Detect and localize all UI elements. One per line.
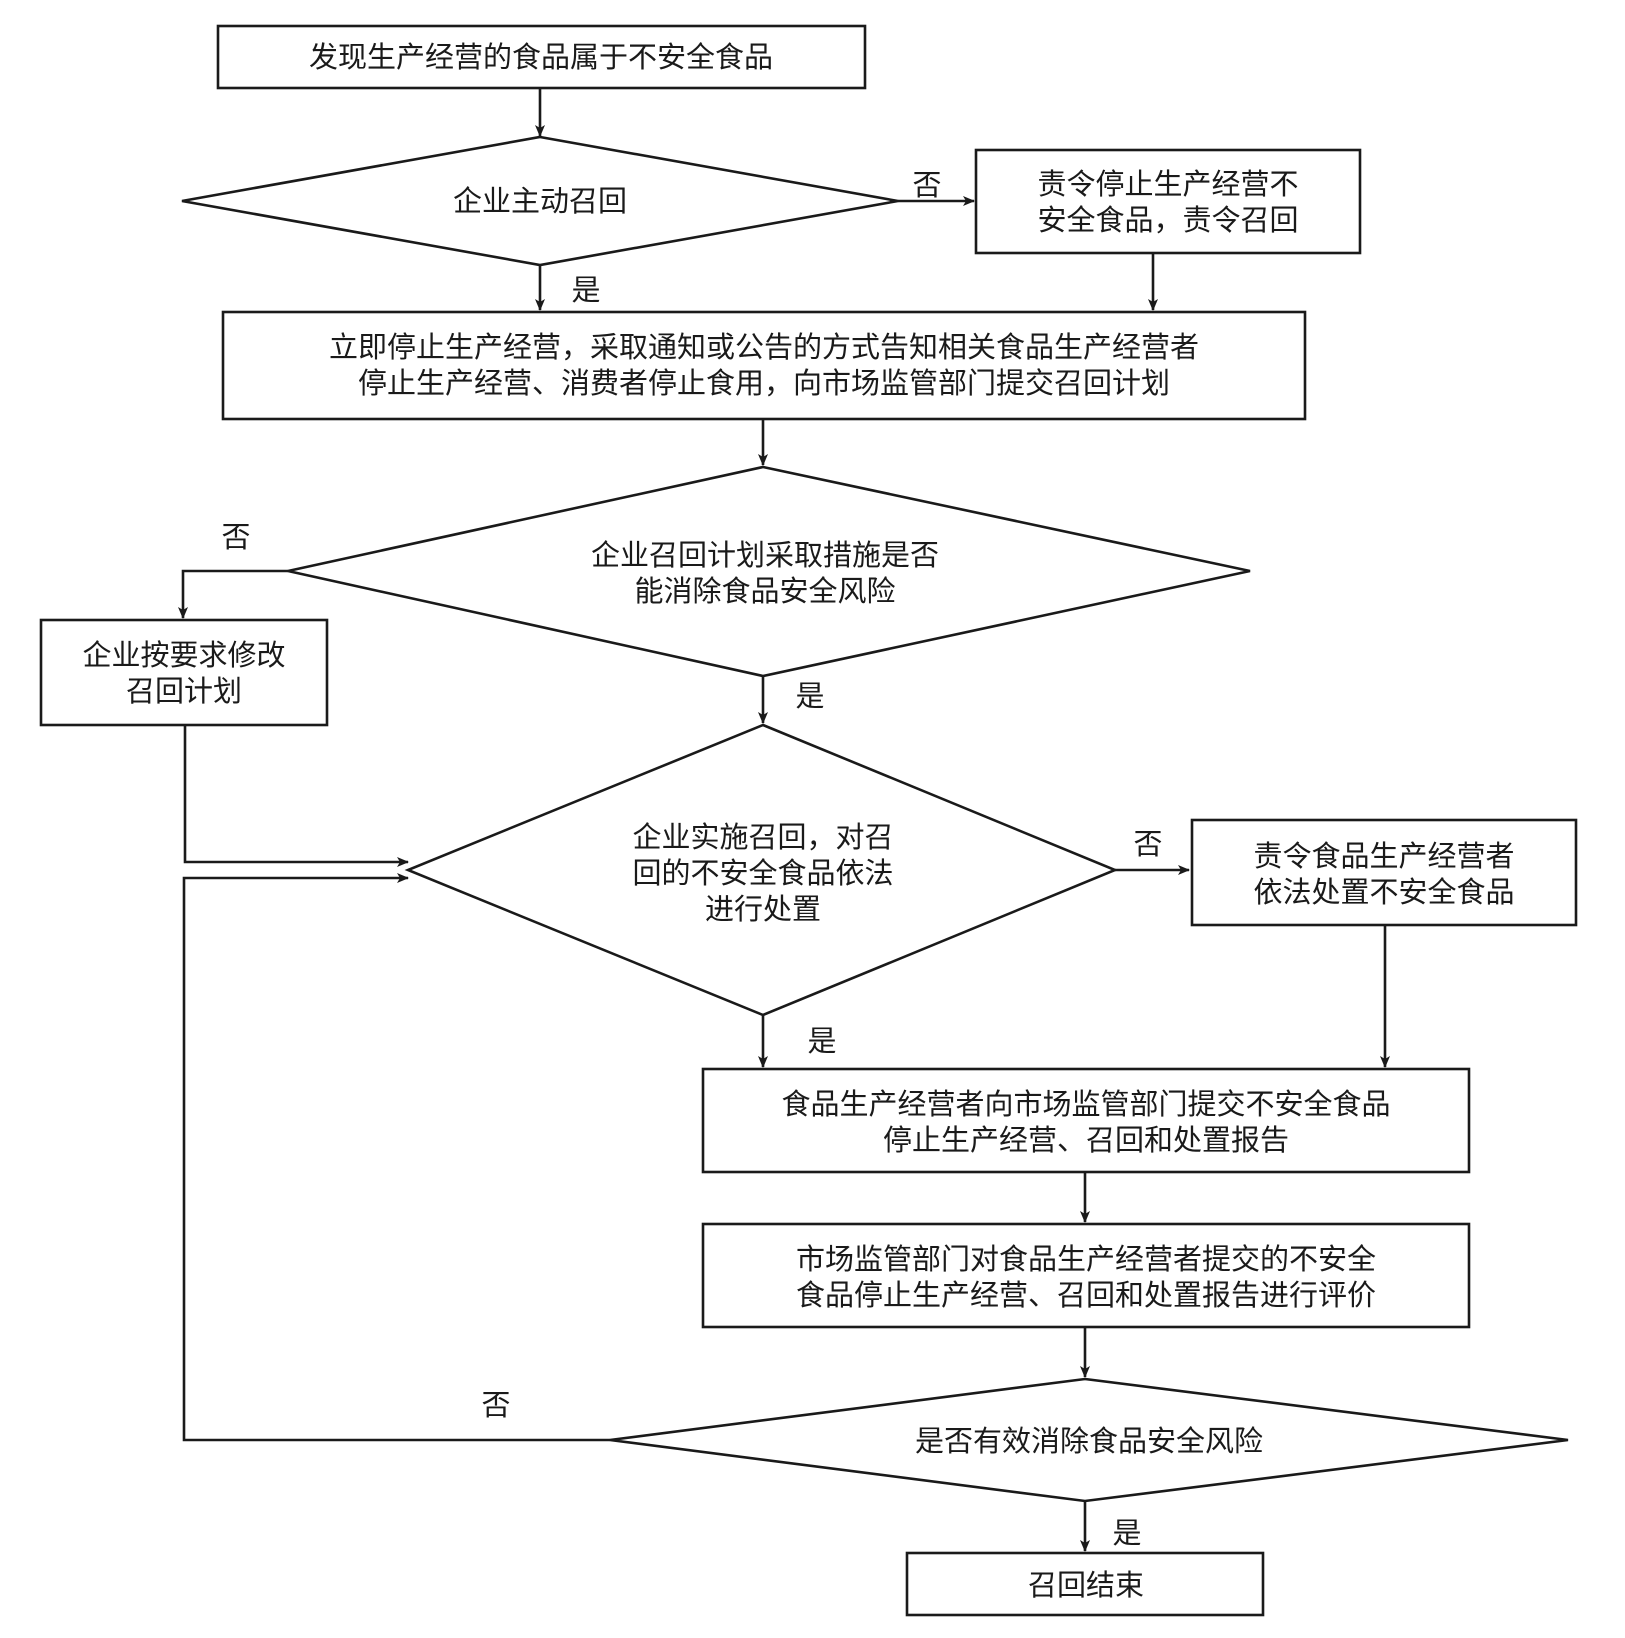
modify-plan-box-shape <box>39 618 329 727</box>
decision-risk-eliminated-text: 是否有效消除食品安全风险 <box>915 1424 1263 1458</box>
evaluate-report-box-shape <box>701 1222 1471 1329</box>
stop-and-notify-box: 立即停止生产经营，采取通知或公告的方式告知相关食品生产经营者停止生产经营、消费者… <box>221 310 1307 421</box>
decision-active-recall: 企业主动召回 <box>181 135 899 267</box>
decision-implement-line-2: 回的不安全食品依法 <box>632 856 893 890</box>
decision-plan-effective-line-1: 企业召回计划采取措施是否 <box>591 538 939 572</box>
edge-decision4-no-loop-back <box>182 873 610 1442</box>
label-implement-yes: 是 <box>807 1024 836 1058</box>
order-recall-line-1: 责令停止生产经营不 <box>1037 167 1298 201</box>
decision-implement-line-1: 企业实施召回，对召 <box>632 820 893 854</box>
stop-and-notify-line-1: 立即停止生产经营，采取通知或公告的方式告知相关食品生产经营者 <box>329 330 1199 364</box>
submit-report-box-shape <box>701 1067 1471 1174</box>
decision-implement-shape <box>404 723 1119 1017</box>
decision-risk-eliminated-line-1: 是否有效消除食品安全风险 <box>915 1424 1263 1458</box>
submit-report-box: 食品生产经营者向市场监管部门提交不安全食品停止生产经营、召回和处置报告 <box>701 1067 1471 1174</box>
submit-report-box-text: 食品生产经营者向市场监管部门提交不安全食品停止生产经营、召回和处置报告 <box>781 1087 1390 1157</box>
label-risk-eliminated-no: 否 <box>481 1388 510 1422</box>
order-recall-line-2: 安全食品，责令召回 <box>1037 203 1298 237</box>
label-plan-effective-no: 否 <box>221 520 250 554</box>
start-box-text: 发现生产经营的食品属于不安全食品 <box>309 40 773 74</box>
decision-plan-effective-shape <box>287 465 1251 678</box>
end-box-text: 召回结束 <box>1028 1568 1144 1602</box>
edge-decision2-no-to-modify <box>178 569 288 619</box>
order-dispose-box: 责令食品生产经营者依法处置不安全食品 <box>1190 818 1578 927</box>
edge-labels: 否 是 否 是 否 是 否 是 <box>221 168 1162 1550</box>
order-recall-box-shape <box>974 148 1362 255</box>
order-dispose-box-shape <box>1190 818 1578 927</box>
modify-plan-box-text: 企业按要求修改召回计划 <box>82 638 285 708</box>
decision-implement: 企业实施召回，对召回的不安全食品依法进行处置 <box>404 723 1119 1017</box>
end-line-1: 召回结束 <box>1028 1568 1144 1602</box>
decision-risk-eliminated: 是否有效消除食品安全风险 <box>609 1377 1569 1503</box>
label-active-recall-yes: 是 <box>571 273 600 307</box>
evaluate-report-box-text: 市场监管部门对食品生产经营者提交的不安全食品停止生产经营、召回和处置报告进行评价 <box>796 1242 1376 1312</box>
decision-active-recall-line-1: 企业主动召回 <box>453 184 627 218</box>
stop-and-notify-box-text: 立即停止生产经营，采取通知或公告的方式告知相关食品生产经营者停止生产经营、消费者… <box>329 330 1199 400</box>
modify-plan-line-1: 企业按要求修改 <box>82 638 285 672</box>
edge-modify-to-decision3 <box>183 725 409 867</box>
label-plan-effective-yes: 是 <box>795 679 824 713</box>
end-box: 召回结束 <box>905 1551 1265 1617</box>
order-dispose-line-1: 责令食品生产经营者 <box>1253 839 1514 873</box>
label-active-recall-no: 否 <box>912 168 941 202</box>
decision-plan-effective-line-2: 能消除食品安全风险 <box>634 574 895 608</box>
start-box: 发现生产经营的食品属于不安全食品 <box>216 24 867 90</box>
label-risk-eliminated-yes: 是 <box>1112 1516 1141 1550</box>
decision-risk-eliminated-shape <box>609 1377 1569 1503</box>
decision-plan-effective: 企业召回计划采取措施是否能消除食品安全风险 <box>287 465 1251 678</box>
decision-implement-line-3: 进行处置 <box>705 892 821 926</box>
order-recall-box: 责令停止生产经营不安全食品，责令召回 <box>974 148 1362 255</box>
modify-plan-line-2: 召回计划 <box>126 674 242 708</box>
decision-implement-text: 企业实施召回，对召回的不安全食品依法进行处置 <box>632 820 893 926</box>
submit-report-line-2: 停止生产经营、召回和处置报告 <box>883 1123 1289 1157</box>
decision-active-recall-text: 企业主动召回 <box>453 184 627 218</box>
decision-active-recall-shape <box>181 135 899 267</box>
start-box-shape <box>216 24 867 90</box>
evaluate-report-line-1: 市场监管部门对食品生产经营者提交的不安全 <box>796 1242 1376 1276</box>
submit-report-line-1: 食品生产经营者向市场监管部门提交不安全食品 <box>781 1087 1390 1121</box>
order-dispose-box-text: 责令食品生产经营者依法处置不安全食品 <box>1253 839 1514 909</box>
connectors <box>178 88 1390 1552</box>
stop-and-notify-line-2: 停止生产经营、消费者停止食用，向市场监管部门提交召回计划 <box>358 366 1170 400</box>
evaluate-report-line-2: 食品停止生产经营、召回和处置报告进行评价 <box>796 1278 1376 1312</box>
stop-and-notify-box-shape <box>221 310 1307 421</box>
order-recall-box-text: 责令停止生产经营不安全食品，责令召回 <box>1037 167 1298 237</box>
start-line-1: 发现生产经营的食品属于不安全食品 <box>309 40 773 74</box>
order-dispose-line-2: 依法处置不安全食品 <box>1253 875 1514 909</box>
label-implement-no: 否 <box>1133 827 1162 861</box>
modify-plan-box: 企业按要求修改召回计划 <box>39 618 329 727</box>
evaluate-report-box: 市场监管部门对食品生产经营者提交的不安全食品停止生产经营、召回和处置报告进行评价 <box>701 1222 1471 1329</box>
end-box-shape <box>905 1551 1265 1617</box>
decision-plan-effective-text: 企业召回计划采取措施是否能消除食品安全风险 <box>591 538 939 608</box>
